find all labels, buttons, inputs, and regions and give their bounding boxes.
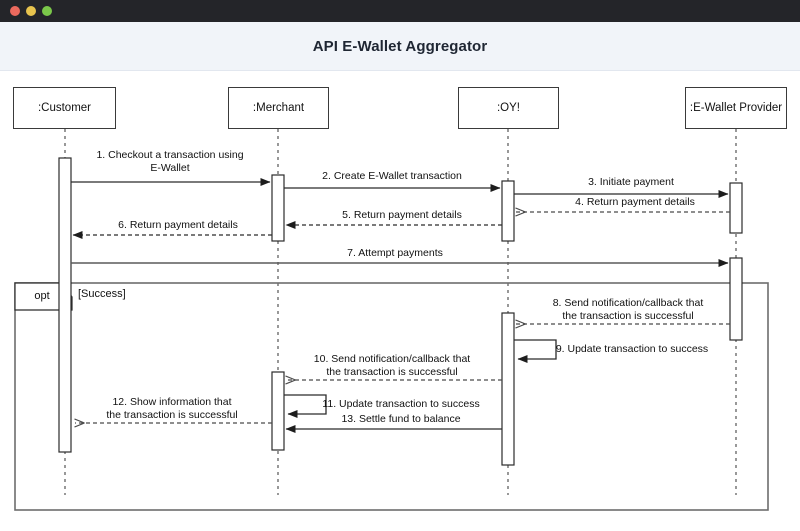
opt-fragment-frame — [14, 282, 769, 511]
message-label-13: 13. Settle fund to balance — [341, 413, 461, 425]
close-button-icon[interactable] — [10, 6, 20, 16]
message-label-2: 2. Create E-Wallet transaction — [322, 170, 462, 182]
lifeline-box-merchant[interactable]: :Merchant — [228, 87, 329, 129]
page-title: API E-Wallet Aggregator — [312, 37, 488, 55]
message-label-6: 6. Return payment details — [118, 219, 238, 231]
sequence-diagram-canvas: :Customer :Merchant :OY! :E-Wallet Provi… — [0, 71, 800, 531]
message-label-1: 1. Checkout a transaction using E-Wallet — [96, 149, 244, 174]
message-arrows — [71, 178, 730, 433]
opt-operator-label: opt — [34, 290, 50, 302]
lifeline-label-oy: :OY! — [496, 102, 520, 114]
message-label-5: 5. Return payment details — [342, 209, 462, 221]
lifeline-label-customer: :Customer — [37, 102, 92, 114]
lifeline-label-merchant: :Merchant — [252, 102, 305, 114]
lifeline-box-oy[interactable]: :OY! — [458, 87, 559, 129]
message-label-10: 10. Send notification/callback that the … — [313, 353, 471, 378]
message-label-3: 3. Initiate payment — [588, 176, 674, 188]
message-label-4: 4. Return payment details — [575, 196, 695, 208]
window-controls — [10, 6, 52, 16]
document-header: API E-Wallet Aggregator — [0, 22, 800, 71]
lifeline-box-customer[interactable]: :Customer — [13, 87, 116, 129]
lifeline-label-ewallet: :E-Wallet Provider — [689, 102, 783, 114]
message-label-7: 7. Attempt payments — [347, 247, 443, 259]
lifeline-box-ewallet[interactable]: :E-Wallet Provider — [685, 87, 787, 129]
message-arrow-11 — [284, 394, 327, 418]
diagram-vector-layer — [14, 129, 769, 511]
message-label-11: 11. Update transaction to success — [322, 398, 480, 410]
message-arrow-9 — [514, 339, 557, 363]
maximize-button-icon[interactable] — [42, 6, 52, 16]
window-titlebar — [0, 0, 800, 22]
activation-bars — [58, 157, 743, 466]
message-label-12: 12. Show information that the transactio… — [106, 396, 238, 421]
opt-guard-label: [Success] — [78, 288, 126, 300]
message-label-9: 9. Update transaction to success — [555, 343, 709, 355]
message-label-8: 8. Send notification/callback that the t… — [552, 297, 704, 322]
minimize-button-icon[interactable] — [26, 6, 36, 16]
